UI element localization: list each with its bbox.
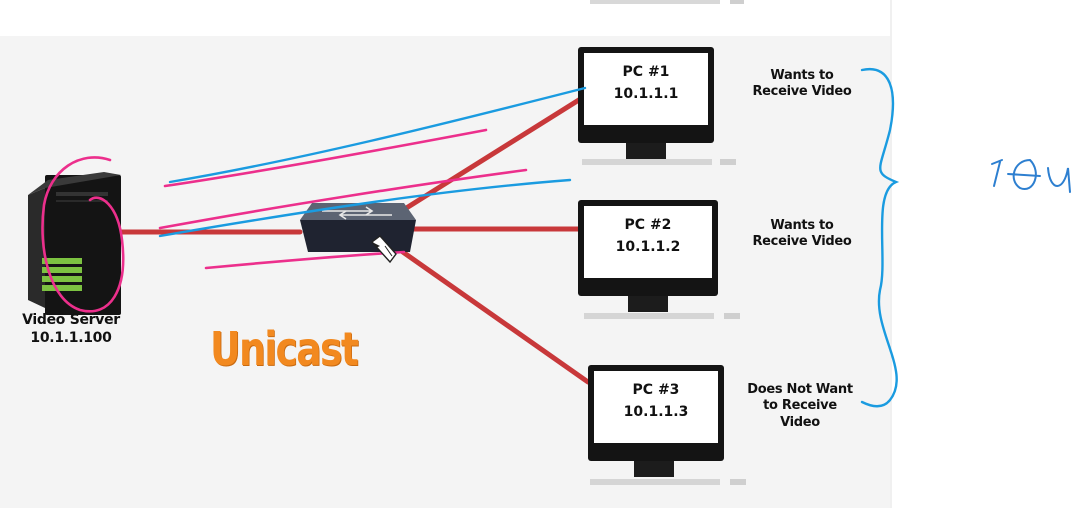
pen-cursor-icon	[370, 235, 397, 264]
pc2-status-line-2: Receive Video	[752, 234, 852, 250]
pc1-status-line-2: Receive Video	[752, 84, 852, 100]
pc3-name: PC #3	[632, 382, 680, 398]
pink-stroke-1	[163, 128, 488, 188]
link-switch-pc1	[397, 95, 585, 215]
pc1-screen-text: PC #1 10.1.1.1	[584, 62, 708, 105]
curly-brace	[860, 67, 900, 408]
pc2-status: Wants to Receive Video	[738, 218, 866, 251]
diagram-title: Unicast	[210, 322, 359, 376]
pc2-name: PC #2	[624, 217, 672, 233]
blue-pen-annotations	[158, 67, 900, 408]
pc2-screen-text: PC #2 10.1.1.2	[584, 215, 712, 258]
pc3-status: Does Not Want to Receive Video	[738, 382, 862, 431]
pc2-ip: 10.1.1.2	[615, 238, 681, 255]
server-name: Video Server	[22, 312, 120, 328]
link-switch-pc3	[397, 247, 591, 385]
previous-slide-monitor-base	[590, 0, 744, 4]
pc3-status-line-3: Video	[780, 414, 820, 430]
server-ip: 10.1.1.100	[30, 329, 112, 346]
pc1-status: Wants to Receive Video	[738, 68, 866, 101]
network-links	[109, 95, 591, 385]
pc1-ip: 10.1.1.1	[613, 85, 679, 102]
slide-background	[0, 0, 890, 508]
server-icon	[28, 172, 121, 315]
pc3-monitor	[588, 365, 746, 485]
pc1-monitor	[578, 47, 736, 165]
pink-stroke-2	[158, 168, 528, 230]
pink-circle-server	[41, 156, 125, 313]
pc1-name: PC #1	[622, 64, 670, 80]
pink-stroke-3	[204, 250, 406, 270]
pink-pen-annotations	[41, 128, 528, 313]
notes-panel	[892, 0, 1085, 508]
pc3-status-line-2: to Receive	[763, 398, 837, 414]
blue-stroke-2	[158, 178, 572, 238]
pc3-status-line-1: Does Not Want	[747, 382, 853, 397]
pc1-status-line-1: Wants to	[770, 68, 834, 83]
pc3-ip: 10.1.1.3	[623, 403, 689, 420]
pc2-status-line-1: Wants to	[770, 218, 834, 233]
slide-gap	[0, 0, 890, 36]
pc3-screen-text: PC #3 10.1.1.3	[594, 380, 718, 423]
handwritten-note	[991, 159, 1071, 193]
blue-stroke-1	[168, 86, 587, 184]
pc2-monitor	[578, 200, 740, 319]
server-label: Video Server 10.1.1.100	[18, 312, 124, 347]
